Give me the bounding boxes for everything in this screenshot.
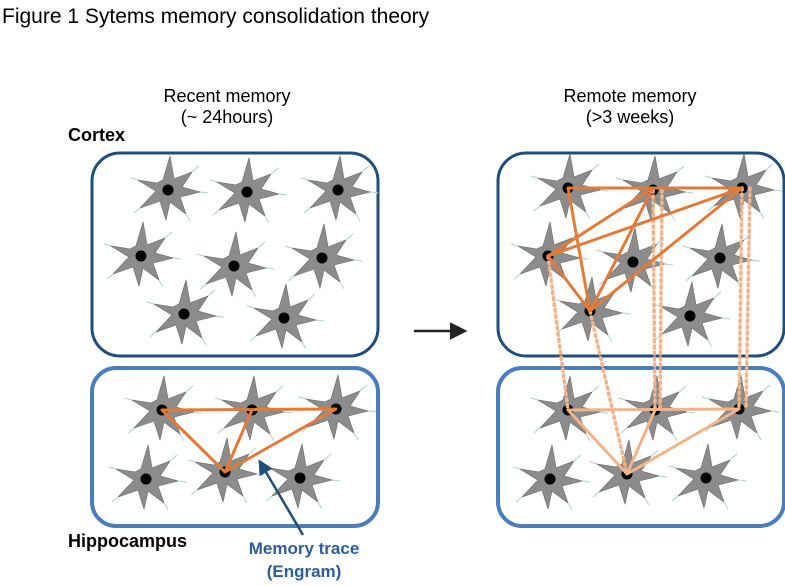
recent-memory-title: Recent memory <box>163 86 290 106</box>
remote-hippocampus-box <box>496 366 785 528</box>
remote-hippocampus-engram <box>566 407 741 476</box>
memory-trace-label: Memory trace <box>249 539 360 558</box>
remote-memory-subtitle: (>3 weeks) <box>586 107 675 127</box>
memory-trace-arrow <box>258 459 305 536</box>
recent-hippocampus-box <box>90 366 380 528</box>
figure-title: Figure 1 Sytems memory consolidation the… <box>2 5 430 28</box>
recent-engram-link <box>223 409 254 473</box>
recent-cortex-neurons <box>103 155 379 350</box>
recent-hippocampus-neurons <box>108 374 377 511</box>
cortex-hippocampus-links <box>546 186 752 476</box>
remote-memory-title: Remote memory <box>563 86 696 106</box>
cortex-label: Cortex <box>68 125 125 145</box>
recent-cortex-box <box>90 151 380 358</box>
hippocampus-label: Hippocampus <box>68 531 187 551</box>
recent-engram-triangle <box>160 407 338 474</box>
engram-label: (Engram) <box>267 562 342 581</box>
remote-cortex-engram <box>546 186 743 313</box>
remote-cortex-box <box>496 151 785 358</box>
recent-memory-subtitle: (~ 24hours) <box>181 107 274 127</box>
